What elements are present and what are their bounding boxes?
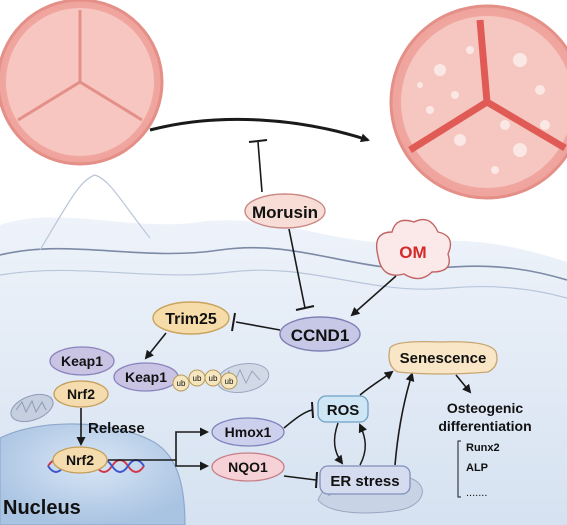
- inhibition-bar-4: [311, 401, 314, 419]
- ub-label-4: ub: [225, 377, 234, 386]
- senescence-node: Senescence: [388, 340, 498, 375]
- ccnd1-to-trim25: [235, 321, 281, 331]
- nrf2-branch-2: [175, 460, 209, 471]
- ubiquitin-chain: ub ub ub ub: [172, 369, 238, 392]
- om-label: OM: [399, 243, 426, 262]
- hmox1-label: Hmox1: [225, 424, 272, 440]
- morusin-node: Morusin: [244, 193, 326, 229]
- calcified-valve-icon: [389, 4, 567, 200]
- keap1-label-b: Keap1: [125, 369, 167, 385]
- ros-node: ROS: [317, 395, 369, 423]
- cell-membrane-line: [0, 246, 567, 281]
- senescence-label: Senescence: [400, 350, 487, 367]
- mitochondrion-icon: [10, 393, 54, 423]
- nrf2-node-b: Nrf2: [52, 446, 108, 474]
- ub-label-2: ub: [193, 374, 202, 383]
- hmox1-node: Hmox1: [211, 417, 285, 447]
- er-stress-node: ER stress: [319, 465, 411, 495]
- er-stress-label: ER stress: [330, 473, 399, 490]
- senescence-to-osteogenic: [455, 374, 472, 394]
- nrf2-label-a: Nrf2: [67, 386, 95, 402]
- nucleus-shape: [0, 423, 186, 525]
- ccnd1-label: CCND1: [291, 326, 350, 345]
- om-to-ccnd1: [350, 275, 397, 317]
- trim25-to-keap1: [144, 332, 167, 360]
- cell-membrane-line-2: [0, 269, 567, 299]
- runx2-label: Runx2: [466, 442, 500, 454]
- morusin-to-ccnd1: [288, 228, 306, 309]
- membrane-fold: [39, 174, 151, 251]
- ub-label-1: ub: [177, 379, 186, 388]
- release-label: Release: [88, 420, 145, 437]
- marker-bracket: [457, 440, 461, 498]
- osteogenic-label-1: Osteogenic: [447, 400, 523, 416]
- keap1-label-a: Keap1: [61, 353, 103, 369]
- ellipsis-label: .......: [466, 487, 487, 499]
- nrf2-branch: [108, 427, 209, 461]
- healthy-valve-icon: [0, 0, 164, 166]
- morusin-label: Morusin: [252, 203, 318, 222]
- ros-to-senescence: [359, 370, 394, 396]
- keap1-node-a: Keap1: [49, 346, 115, 376]
- nrf2-label-b: Nrf2: [66, 452, 94, 468]
- er-to-senescence: [394, 372, 415, 466]
- inhibition-bar-3: [231, 312, 236, 332]
- hmox1-to-ros: [283, 409, 313, 429]
- ccnd1-node: CCND1: [279, 316, 361, 352]
- keap1-node-b: Keap1: [113, 362, 179, 392]
- er-to-ros: [358, 423, 368, 466]
- ros-label: ROS: [327, 402, 360, 419]
- nucleus-label: Nucleus: [3, 497, 81, 519]
- alp-label: ALP: [466, 462, 488, 474]
- nrf2-node-a: Nrf2: [53, 380, 109, 408]
- nqo1-node: NQO1: [211, 452, 285, 482]
- nqo1-label: NQO1: [228, 459, 268, 475]
- ub-label-3: ub: [209, 374, 218, 383]
- ros-to-er: [333, 422, 344, 465]
- nqo1-to-er: [283, 475, 317, 481]
- inhibition-bar-5: [315, 471, 318, 489]
- osteogenic-label-2: differentiation: [438, 418, 531, 434]
- morusin-inhibition: [257, 141, 263, 193]
- progression-arrow: [149, 117, 370, 143]
- om-node: OM: [375, 218, 452, 280]
- inhibition-bar-2: [295, 305, 315, 311]
- trim25-label: Trim25: [165, 311, 217, 328]
- inhibition-bar: [248, 139, 268, 143]
- trim25-node: Trim25: [152, 301, 230, 335]
